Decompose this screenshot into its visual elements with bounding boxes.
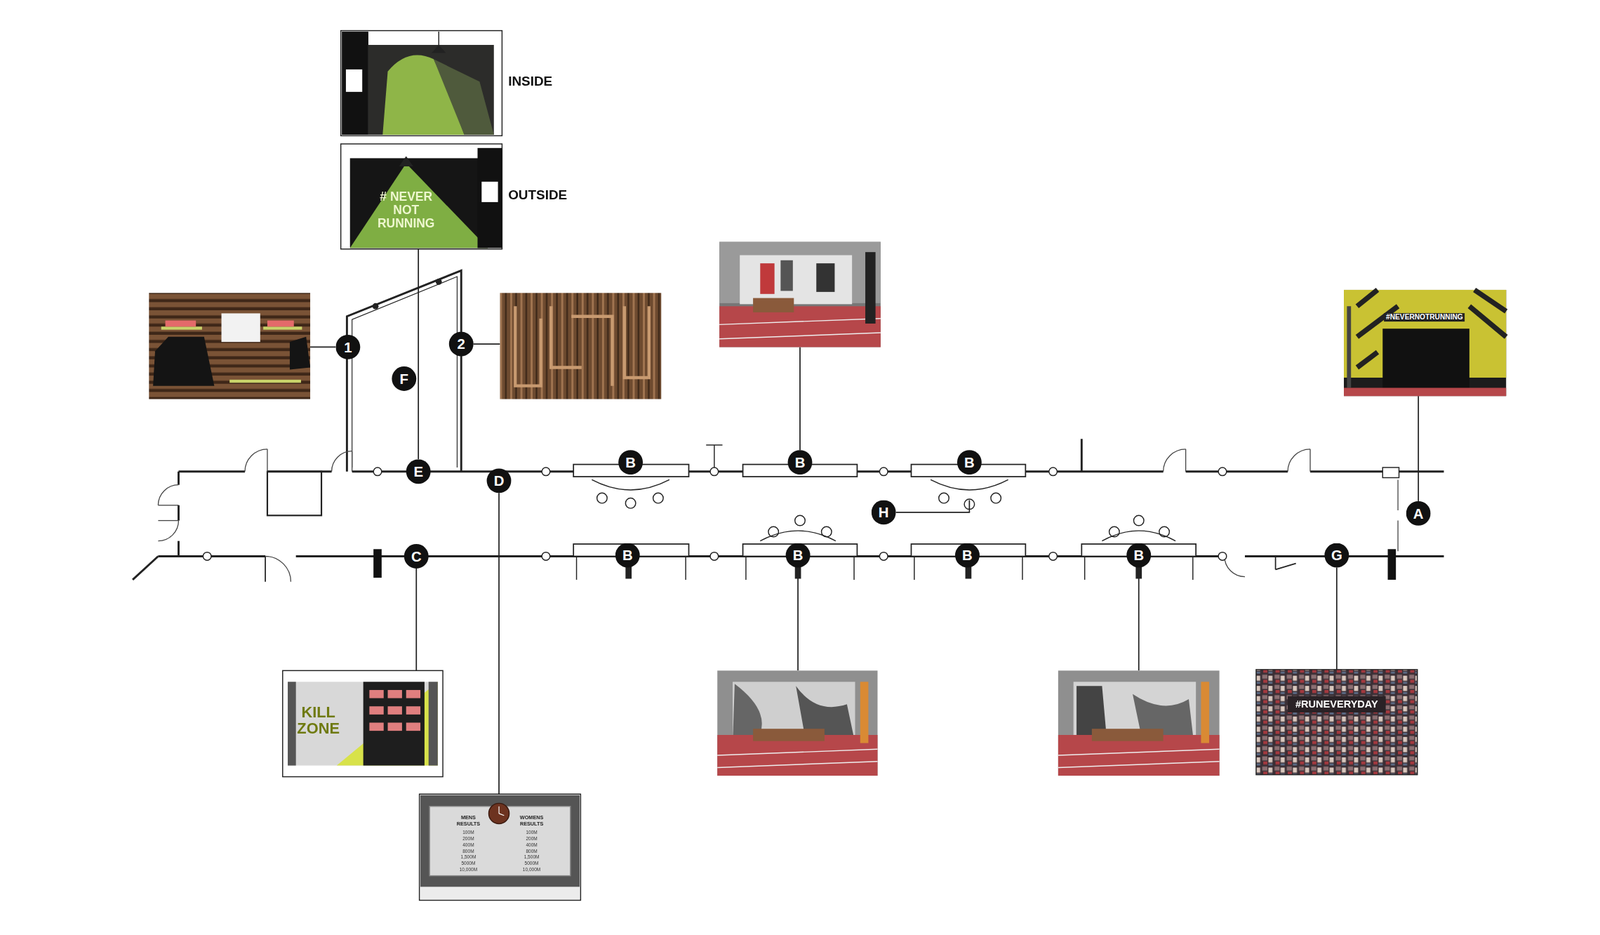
board-cell: 200M xyxy=(525,835,537,842)
image-caption: INSIDE xyxy=(508,73,553,90)
callout-number: E xyxy=(406,458,431,484)
board-cell: 5000M xyxy=(461,860,476,866)
board-cell: 800M xyxy=(462,848,474,855)
callout-number: H xyxy=(871,499,897,525)
callout-number: B xyxy=(785,543,811,568)
callout-number: B xyxy=(1126,543,1151,568)
board-cell: 100M xyxy=(462,830,474,836)
board-cell: 10,000M xyxy=(522,866,541,873)
slogan-text: # NEVER NOT RUNNING xyxy=(370,190,443,231)
hashtag-text: #RUNEVERYDAY xyxy=(1295,698,1379,711)
callout-number: B xyxy=(957,449,982,475)
hashtag-text: #NEVERNOTRUNNING xyxy=(1383,312,1466,322)
callout-number: 1 xyxy=(335,334,360,360)
callout-number: F xyxy=(391,366,417,391)
callout-number: B xyxy=(615,543,640,568)
board-heading: MENS RESULTS xyxy=(449,814,488,826)
board-cell: 5000M xyxy=(524,860,539,866)
callout-number: B xyxy=(788,449,813,475)
callout-number: G xyxy=(1324,543,1349,568)
callout-number: A xyxy=(1406,501,1431,526)
callout-number: 2 xyxy=(449,331,474,357)
callout-number: B xyxy=(955,543,980,568)
callout-number: B xyxy=(618,449,643,475)
board-cell: 1,500M xyxy=(461,854,477,860)
board-heading: WOMENS RESULTS xyxy=(512,814,551,826)
board-cell: 400M xyxy=(462,842,474,848)
board-cell: 1,500M xyxy=(524,854,540,860)
board-cell: 10,000M xyxy=(459,866,478,873)
board-cell: 400M xyxy=(525,842,537,848)
board-cell: 100M xyxy=(525,830,537,836)
wall-graphic-text: KILL ZONE xyxy=(289,703,347,737)
board-cell: 200M xyxy=(462,835,474,842)
board-cell: 800M xyxy=(525,848,537,855)
callout-number: C xyxy=(404,543,429,569)
callout-number: D xyxy=(487,468,512,493)
image-caption: OUTSIDE xyxy=(508,186,568,203)
